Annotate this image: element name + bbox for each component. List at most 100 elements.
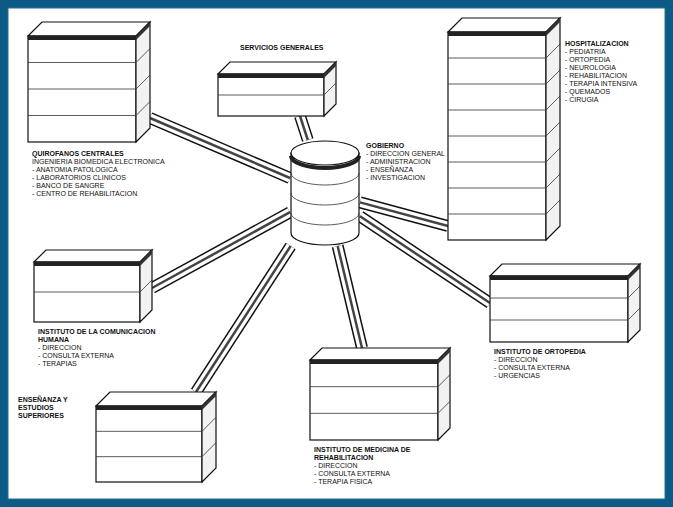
floor-line <box>438 401 450 413</box>
building-label: GOBIERNO- DIRECCION GENERAL- ADMINISTRAC… <box>366 142 448 182</box>
floor-line <box>140 280 152 292</box>
frame-inner-line <box>8 8 665 499</box>
roof-band-side <box>438 348 450 364</box>
service-item: - PEDIATRIA <box>565 48 660 56</box>
cylinder-body <box>291 153 359 245</box>
service-item: INGENIERIA BIOMEDICA ELECTRONICA <box>32 158 167 166</box>
roof-band <box>310 360 438 364</box>
floor-line <box>448 214 546 215</box>
front-face <box>310 360 438 440</box>
corridor-shade <box>196 246 291 392</box>
floor-line <box>96 431 202 432</box>
building-outline <box>28 22 150 142</box>
building-outline <box>310 348 450 440</box>
floor-line <box>310 413 438 414</box>
side-face <box>202 392 216 482</box>
floor-line <box>546 200 560 214</box>
floor-line <box>628 286 640 298</box>
side-face <box>140 250 152 322</box>
building-outline <box>490 264 640 342</box>
floor-line <box>136 49 150 63</box>
floor-line <box>136 75 150 89</box>
building-label: INSTITUTO DE LA COMUNICACION HUMANA- DIR… <box>38 328 168 368</box>
floor-line <box>310 386 438 387</box>
building-name: SERVICIOS GENERALES <box>240 44 350 52</box>
service-item: - CIRUGIA <box>565 96 660 104</box>
roof-band <box>218 74 324 78</box>
cylinder-outline <box>290 140 360 246</box>
corridor <box>196 246 291 392</box>
floor-line <box>34 292 140 293</box>
roof-band <box>96 406 202 410</box>
service-item: - DIRECCION <box>494 356 639 364</box>
floor-line <box>438 375 450 387</box>
corridor-shade <box>338 246 362 348</box>
building-block: QUIROFANOS CENTRALESINGENIERIA BIOMEDICA… <box>28 22 150 142</box>
service-item: - LABORATORIOS CLINICOS <box>32 174 167 182</box>
front-face <box>218 74 324 116</box>
service-item: - QUEMADOS <box>565 88 660 96</box>
corridor-shade <box>150 118 290 178</box>
corridor-wall <box>338 246 362 348</box>
building-block: INSTITUTO DE ORTOPEDIA- DIRECCION- CONSU… <box>490 264 640 342</box>
floor-line <box>324 83 336 95</box>
service-item: - URGENCIAS <box>494 372 639 380</box>
service-item: - NEUROLOGIA <box>565 64 660 72</box>
service-item: - INVESTIGACION <box>366 174 448 182</box>
service-item: - CONSULTA EXTERNA <box>314 470 464 478</box>
roof-face <box>448 18 560 32</box>
corridor-wall <box>150 118 290 178</box>
side-face <box>324 62 336 116</box>
building-label: ENSEÑANZA Y ESTUDIOS SUPERIORES <box>18 396 90 420</box>
floor-line <box>28 62 136 63</box>
roof-band <box>490 276 628 280</box>
floor-line <box>490 298 628 299</box>
cylinder-top <box>291 141 359 165</box>
building-name: INSTITUTO DE LA COMUNICACION HUMANA <box>38 328 168 344</box>
floor-line <box>291 173 359 185</box>
service-item: - ADMINISTRACION <box>366 158 448 166</box>
roof-face <box>34 250 152 262</box>
floor-line <box>202 417 216 431</box>
roof-band-side <box>136 22 150 40</box>
building-name: ENSEÑANZA Y ESTUDIOS SUPERIORES <box>18 396 90 420</box>
roof-band-side <box>546 18 560 36</box>
corridor-wall <box>196 246 291 392</box>
service-item: - CONSULTA EXTERNA <box>38 352 168 360</box>
floor-line <box>96 456 202 457</box>
service-item: - DIRECCION <box>314 462 464 470</box>
building-block: SERVICIOS GENERALES <box>218 62 336 116</box>
corridor-floor <box>150 118 290 178</box>
building-block: INSTITUTO DE MEDICINA DE REHABILITACION-… <box>310 348 450 440</box>
floor-line <box>448 162 546 163</box>
corridor <box>300 116 308 140</box>
floor-line <box>546 174 560 188</box>
building-label: QUIROFANOS CENTRALESINGENIERIA BIOMEDICA… <box>32 150 167 198</box>
building-label: INSTITUTO DE MEDICINA DE REHABILITACION-… <box>314 446 464 486</box>
service-item: - ANATOMIA PATOLOGICA <box>32 166 167 174</box>
service-item: - BANCO DE SANGRE <box>32 182 167 190</box>
roof-band-side <box>628 264 640 280</box>
cylinder-building: GOBIERNO- DIRECCION GENERAL- ADMINISTRAC… <box>290 140 360 246</box>
building-label: SERVICIOS GENERALES <box>240 44 350 52</box>
corridor-floor <box>300 116 308 140</box>
floor-line <box>490 320 628 321</box>
building-name: INSTITUTO DE MEDICINA DE REHABILITACION <box>314 446 464 462</box>
floor-line <box>448 110 546 111</box>
corridor-shade <box>300 116 308 140</box>
floor-line <box>448 84 546 85</box>
floor-line <box>218 95 324 96</box>
corridor <box>150 118 290 178</box>
roof-band-side <box>202 392 216 410</box>
building-outline <box>96 392 216 482</box>
floor-line <box>28 89 136 90</box>
building-name: QUIROFANOS CENTRALES <box>32 150 167 158</box>
front-face <box>448 32 546 240</box>
corridor <box>338 246 362 348</box>
floor-line <box>202 443 216 457</box>
floor-line <box>291 213 359 225</box>
roof-band-side <box>324 62 336 78</box>
building-outline <box>218 62 336 116</box>
